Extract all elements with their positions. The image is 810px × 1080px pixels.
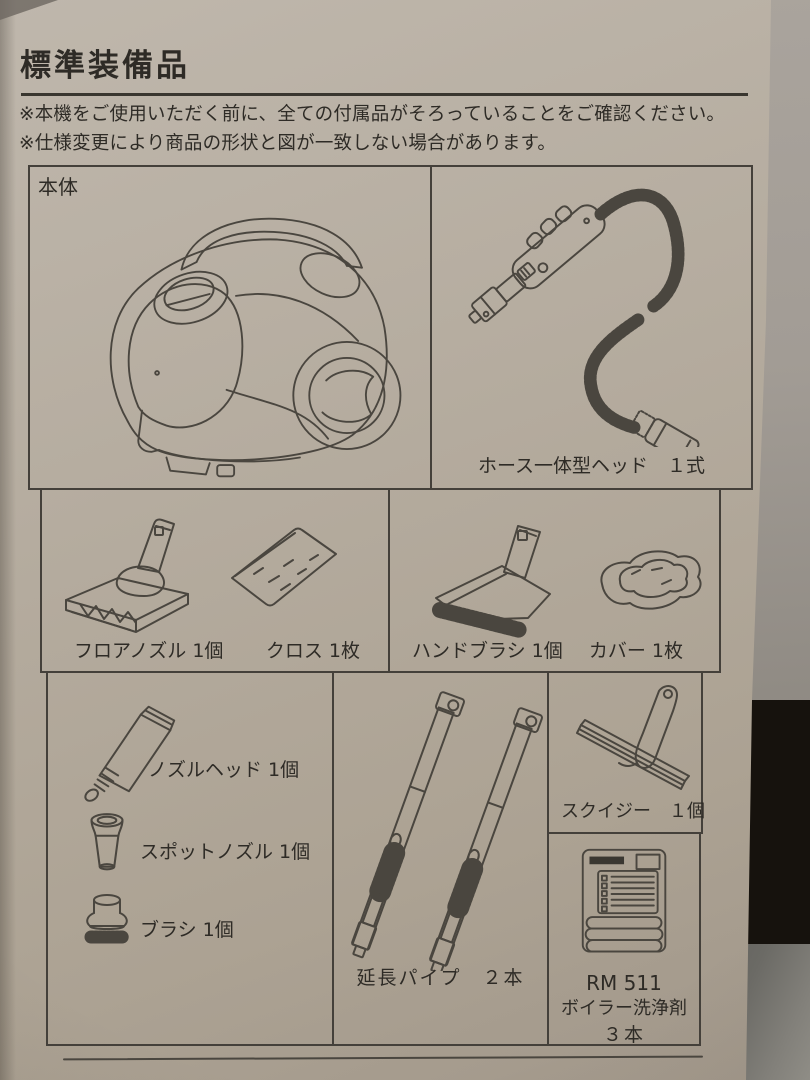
paper-corner-shadow (0, 0, 58, 20)
hose-head-illustration (468, 188, 700, 447)
note-line: ※本機をご使用いただく前に、全ての付属品がそろっていることをご確認ください。 (19, 104, 726, 125)
cover-caption: カバー 1枚 (588, 640, 683, 662)
main-unit-illustration (109, 217, 402, 478)
floor-nozzle-caption-row: フロアノズル 1個 クロス 1枚 (42, 636, 388, 663)
notes-block: ※本機をご使用いただく前に、全ての付属品がそろっていることをご確認ください。 ※… (19, 100, 759, 158)
cell-squeegee: スクイジー １個 (547, 671, 705, 834)
brush-illustration (84, 894, 130, 944)
floor-nozzle-caption: フロアノズル 1個 (74, 640, 224, 662)
cell-hose-head: ホース一体型ヘッド １式 (430, 165, 753, 490)
cover-illustration (600, 550, 702, 610)
nozzle-head-caption: ノズルヘッド 1個 (148, 759, 300, 781)
boiler-cleaner-illustration (581, 848, 667, 953)
cell-extension-pipe: 延長パイプ ２本 (332, 671, 549, 1046)
hose-head-caption: ホース一体型ヘッド １式 (477, 455, 706, 477)
brush-caption: ブラシ 1個 (140, 919, 234, 941)
footer-divider (62, 1055, 704, 1061)
note-line: ※仕様変更により商品の形状と図が一致しない場合があります。 (19, 133, 557, 154)
cell-main-unit: 本体 (28, 165, 432, 490)
squeegee-illustration (576, 685, 690, 790)
squeegee-caption: スクイジー １個 (561, 801, 705, 822)
spot-nozzle-caption: スポットノズル 1個 (140, 841, 311, 863)
nozzle-head-illustration (84, 705, 176, 802)
spot-nozzle-illustration (90, 813, 124, 871)
title-divider (21, 93, 748, 96)
main-unit-label: 本体 (38, 175, 78, 199)
cloth-illustration (231, 527, 337, 607)
boiler-cleaner-captions: RM 511 ボイラー洗浄剤 ３本 (549, 970, 699, 1048)
boiler-cleaner-name: ボイラー洗浄剤 (561, 998, 687, 1019)
boiler-cleaner-quantity: ３本 (602, 1024, 645, 1046)
hand-brush-caption-row: ハンドブラシ 1個 カバー 1枚 (390, 636, 719, 663)
cell-small-nozzles: ノズルヘッド 1個 スポットノズル 1個 (46, 671, 334, 1046)
extension-pipe-caption: 延長パイプ ２本 (356, 967, 525, 989)
hand-brush-illustration (432, 525, 551, 638)
hand-brush-caption: ハンドブラシ 1個 (412, 640, 563, 662)
cell-floor-nozzle: フロアノズル 1個 クロス 1枚 (40, 488, 390, 673)
cloth-caption: クロス 1枚 (265, 640, 360, 662)
cell-hand-brush: ハンドブラシ 1個 カバー 1枚 (388, 488, 721, 673)
boiler-cleaner-model: RM 511 (586, 971, 662, 995)
extension-pipe-illustration (351, 691, 543, 971)
page-title: 標準装備品 (20, 48, 190, 84)
cell-boiler-cleaner: RM 511 ボイラー洗浄剤 ３本 (547, 832, 701, 1046)
floor-nozzle-illustration (65, 518, 189, 633)
